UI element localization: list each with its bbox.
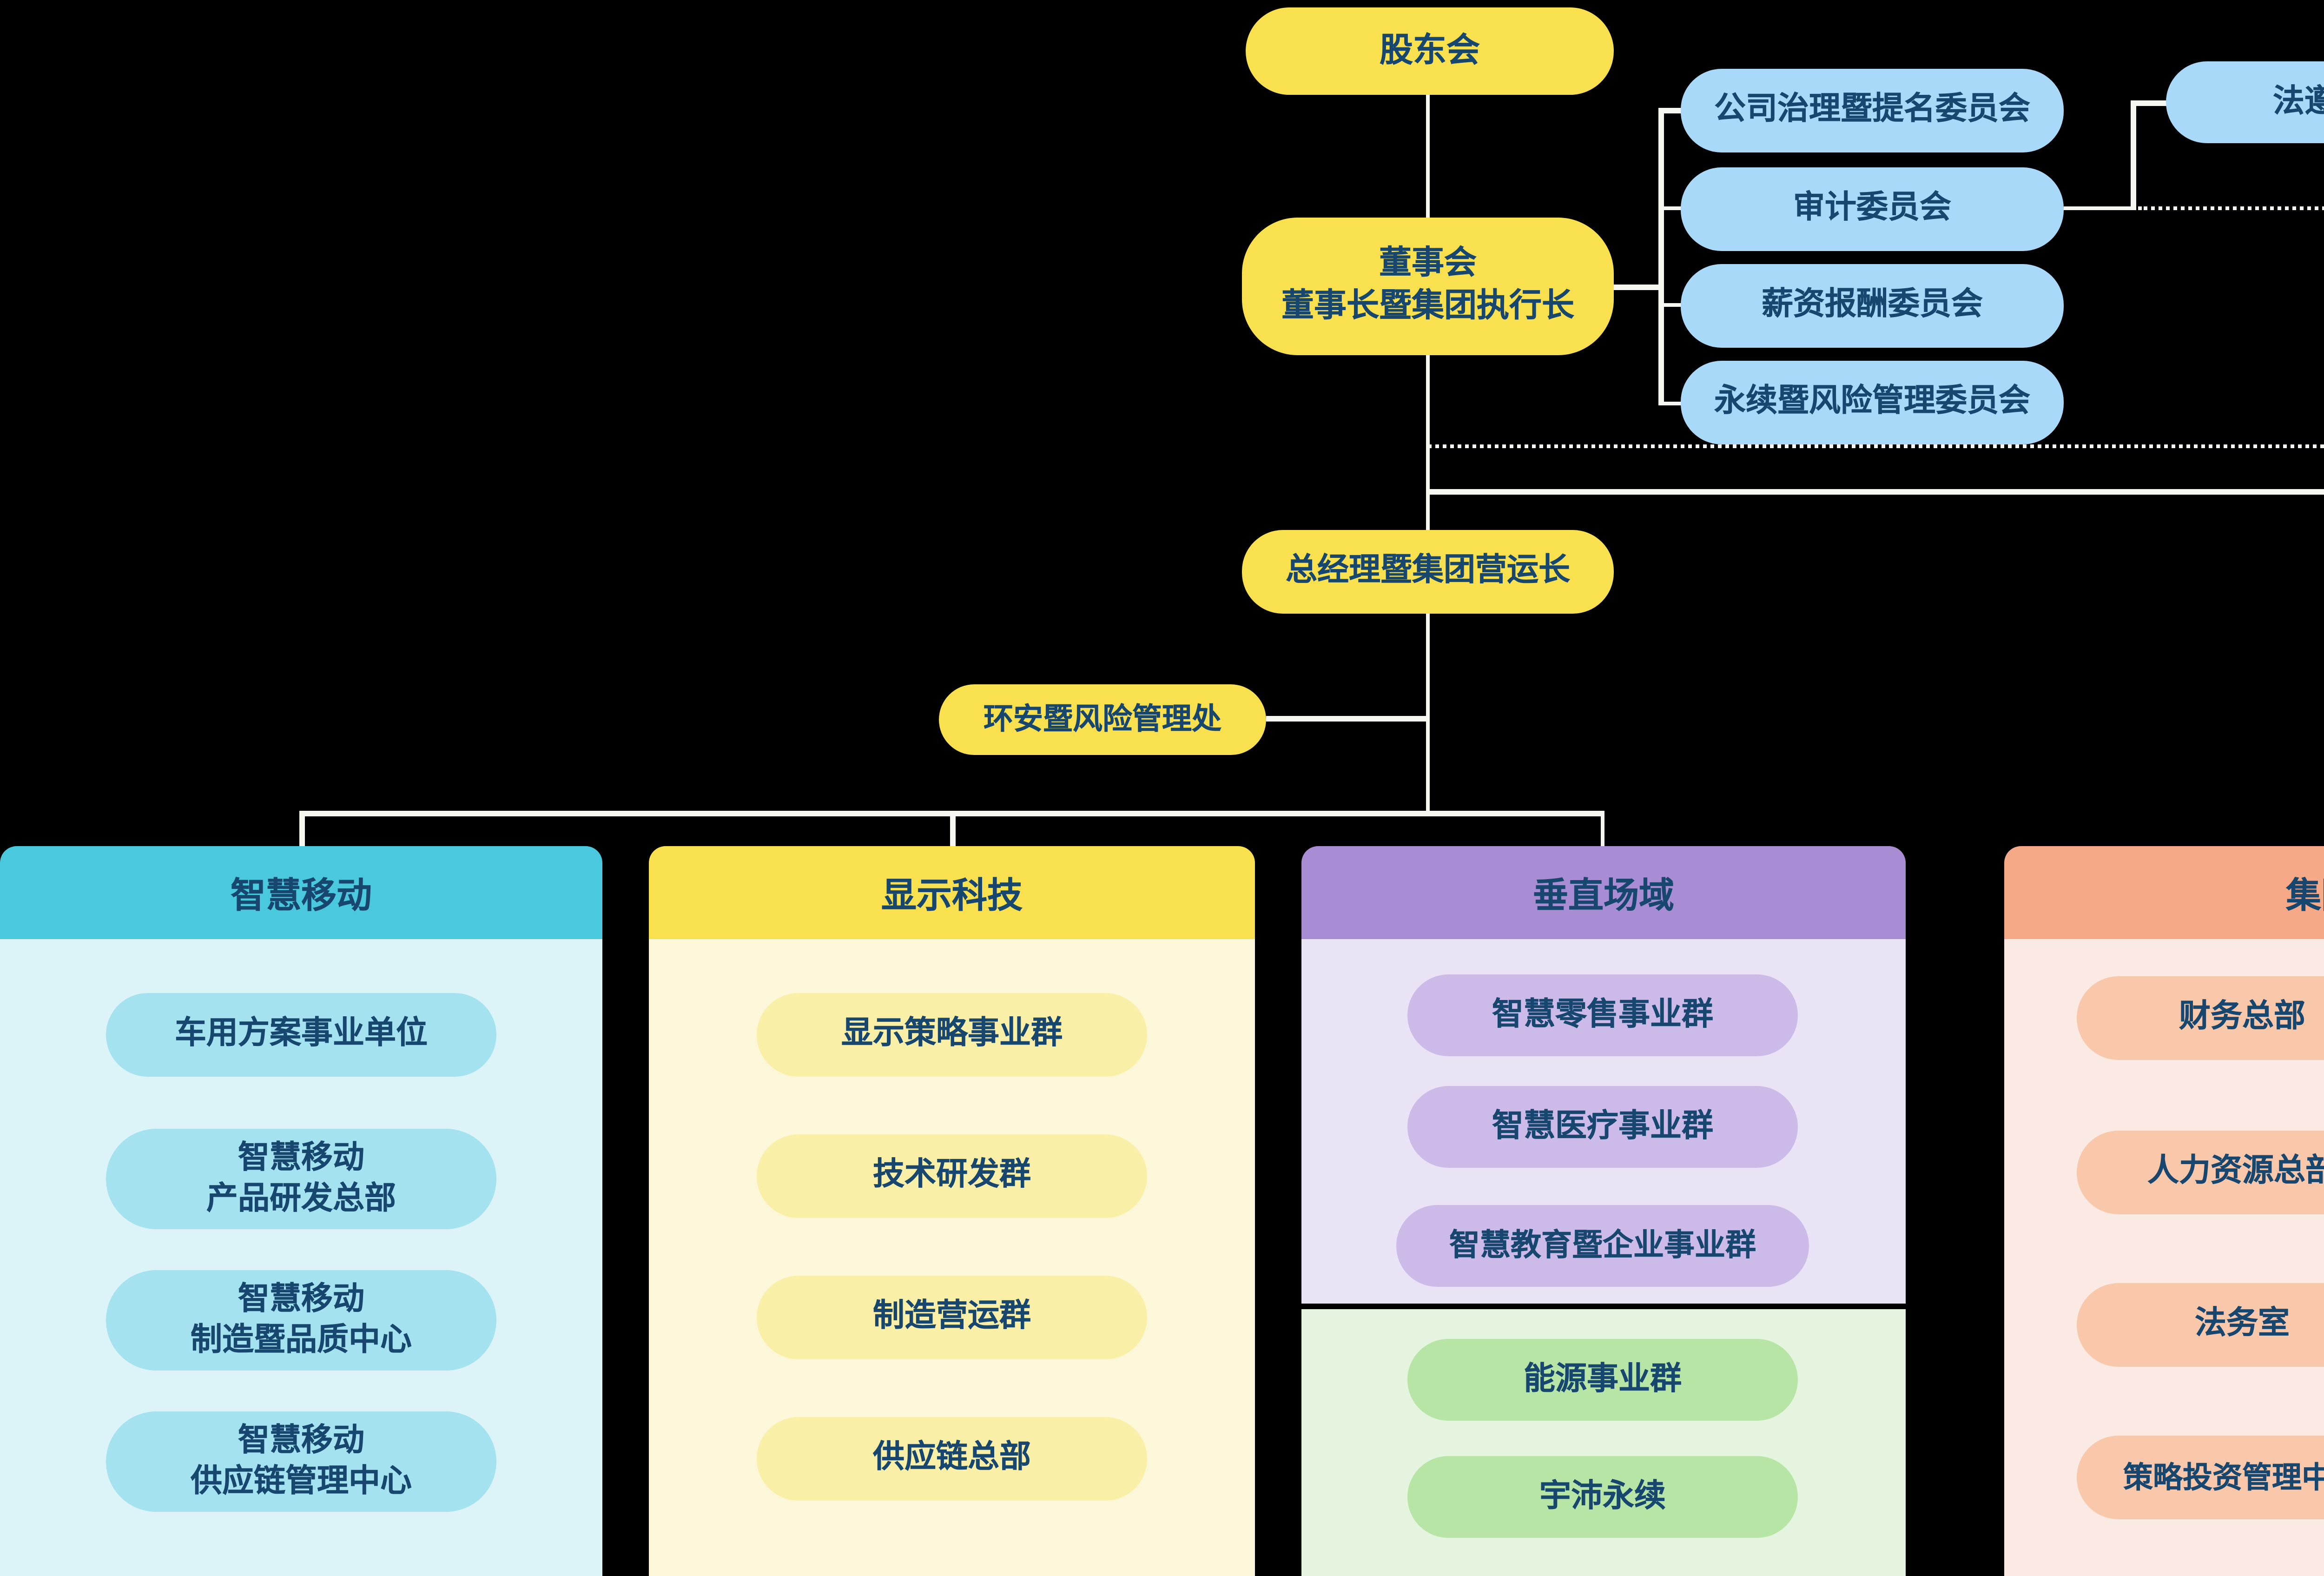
node-smart-healthcare-group: 智慧医疗事业群 <box>1407 1086 1798 1168</box>
node-legal-office: 法务室 <box>2077 1283 2324 1367</box>
connector-board-bracket <box>1614 285 1658 289</box>
connector-audit-compliance-h2 <box>2134 100 2168 105</box>
node-chief-compliance-counsel: 法遵总顾问 <box>2166 61 2324 143</box>
node-automotive-solutions: 车用方案事业单位 <box>106 993 496 1077</box>
column-smart-mobility-header: 智慧移动 <box>0 846 602 939</box>
node-committee-audit: 审计委员会 <box>1681 166 2064 250</box>
dotted-compliance-to-center <box>1428 444 2324 447</box>
connector-shareholders-board <box>1425 95 1430 218</box>
connector-board-president <box>1425 355 1430 532</box>
connector-committee-stub-1 <box>1662 108 1683 113</box>
node-smart-education-enterprise-group: 智慧教育暨企业事业群 <box>1396 1205 1809 1287</box>
connector-stub-col1 <box>299 811 304 848</box>
node-supply-chain-hq: 供应链总部 <box>757 1417 1147 1501</box>
node-energy-business-group: 能源事业群 <box>1407 1339 1798 1421</box>
node-human-resources-hq: 人力资源总部 <box>2077 1131 2324 1214</box>
node-display-strategy-group: 显示策略事业群 <box>757 993 1147 1077</box>
connector-audit-compliance-v <box>2131 100 2135 210</box>
dotted-audit-right <box>2138 205 2324 209</box>
node-technology-rd-group: 技术研发群 <box>757 1134 1147 1218</box>
node-shareholders-meeting: 股东会 <box>1246 7 1614 95</box>
connector-audit-compliance-h1 <box>2064 205 2134 210</box>
connector-committee-stub-3 <box>1662 302 1683 307</box>
connector-stub-col3 <box>1600 811 1604 848</box>
column-display-tech-header: 显示科技 <box>649 846 1255 939</box>
node-committee-compensation: 薪资报酬委员会 <box>1681 263 2064 347</box>
connector-committee-stub-4 <box>1662 401 1683 405</box>
connector-ehs <box>1266 716 1428 721</box>
connector-president-down <box>1425 614 1430 813</box>
node-ehs-risk-office: 环安暨风险管理处 <box>939 684 1266 755</box>
node-manufacturing-operations-group: 制造营运群 <box>757 1276 1147 1359</box>
node-finance-hq: 财务总部 <box>2077 976 2324 1060</box>
connector-committee-bracket <box>1658 108 1663 405</box>
connector-committee-stub-2 <box>1662 205 1683 210</box>
node-yupei-sustainability: 宇沛永续 <box>1407 1456 1798 1538</box>
node-president-coo: 总经理暨集团营运长 <box>1242 530 1614 614</box>
node-mobility-manufacturing-quality: 智慧移动 制造暨品质中心 <box>106 1270 496 1371</box>
node-board-of-directors: 董事会 董事长暨集团执行长 <box>1242 218 1614 355</box>
node-mobility-supply-chain: 智慧移动 供应链管理中心 <box>106 1411 496 1512</box>
node-committee-governance-nomination: 公司治理暨提名委员会 <box>1681 69 2064 152</box>
node-mobility-product-rd: 智慧移动 产品研发总部 <box>106 1129 496 1229</box>
connector-stub-col2 <box>950 811 955 848</box>
connector-col4-horizontal <box>1426 489 2324 494</box>
node-committee-sustainability-risk: 永续暨风险管理委员会 <box>1681 361 2064 444</box>
column-vertical-domains-header: 垂直场域 <box>1301 846 1906 939</box>
node-smart-retail-group: 智慧零售事业群 <box>1407 974 1798 1056</box>
node-strategic-investment-center: 策略投资管理中心 <box>2077 1436 2324 1519</box>
column-group-support-header: 集团营运支援单位 <box>2004 846 2324 939</box>
